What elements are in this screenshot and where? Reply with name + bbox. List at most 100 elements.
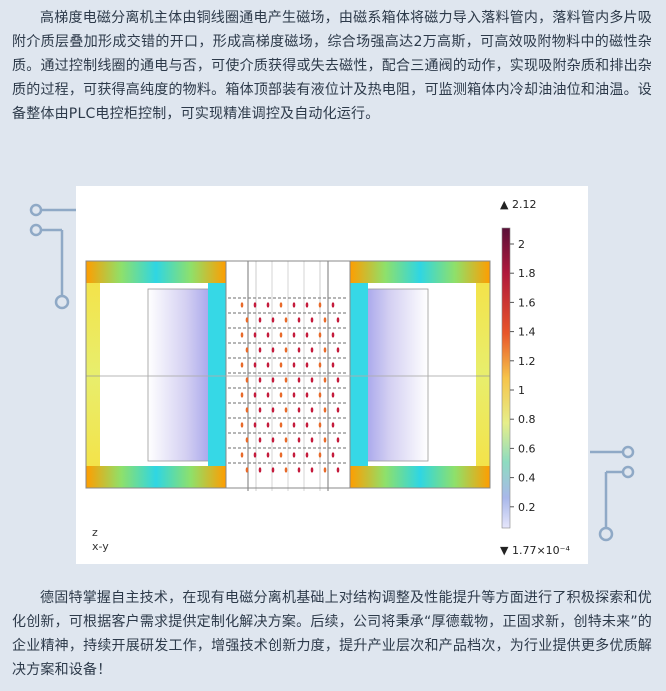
field-hotspot xyxy=(336,347,340,353)
field-hotspot xyxy=(292,392,296,398)
field-hotspot xyxy=(240,302,244,308)
field-hotspot xyxy=(284,347,288,353)
field-hotspot xyxy=(336,407,340,413)
field-hotspot xyxy=(310,437,314,443)
field-hotspot xyxy=(266,302,270,308)
field-hotspot xyxy=(271,467,275,473)
field-hotspot xyxy=(310,317,314,323)
colorbar-max-label: ▲ 2.12 xyxy=(500,198,536,211)
adsorption-media-layers xyxy=(228,297,348,473)
colorbar-tick-label: 0.4 xyxy=(518,472,536,485)
field-hotspot xyxy=(266,452,270,458)
field-hotspot xyxy=(266,362,270,368)
field-hotspot xyxy=(292,422,296,428)
field-hotspot xyxy=(323,407,327,413)
field-hotspot xyxy=(305,332,309,338)
field-hotspot xyxy=(310,377,314,383)
yoke-frame xyxy=(86,261,490,488)
field-hotspot xyxy=(266,422,270,428)
colorbar-tick-label: 1 xyxy=(518,384,525,397)
field-hotspot xyxy=(279,302,283,308)
field-hotspot xyxy=(305,302,309,308)
axis-xy-label: x-y xyxy=(92,540,109,553)
field-hotspot xyxy=(266,392,270,398)
colorbar-tick-label: 2 xyxy=(518,238,525,251)
colorbar-tick-label: 1.8 xyxy=(518,267,536,280)
colorbar-tick-label: 0.8 xyxy=(518,413,536,426)
field-hotspot xyxy=(297,347,301,353)
field-hotspot xyxy=(245,407,249,413)
field-hotspot xyxy=(331,422,335,428)
field-hotspot xyxy=(323,377,327,383)
field-hotspot xyxy=(331,302,335,308)
field-hotspot xyxy=(292,332,296,338)
field-hotspot xyxy=(245,317,249,323)
field-hotspot xyxy=(297,377,301,383)
field-hotspot xyxy=(258,467,262,473)
axis-z-label: z xyxy=(92,526,98,539)
field-hotspot xyxy=(258,317,262,323)
field-hotspot xyxy=(271,347,275,353)
field-hotspot xyxy=(258,347,262,353)
circuit-decoration-left xyxy=(29,203,76,310)
field-hotspot xyxy=(284,407,288,413)
field-hotspot xyxy=(305,452,309,458)
field-hotspot xyxy=(323,317,327,323)
field-hotspot xyxy=(253,332,257,338)
field-hotspot xyxy=(253,392,257,398)
field-hotspot xyxy=(279,392,283,398)
field-hotspot xyxy=(284,467,288,473)
field-hotspot xyxy=(284,377,288,383)
field-hotspot xyxy=(258,377,262,383)
field-hotspot xyxy=(310,407,314,413)
field-hotspot xyxy=(240,332,244,338)
field-hotspot xyxy=(240,362,244,368)
field-hotspot xyxy=(266,332,270,338)
field-hotspot xyxy=(279,332,283,338)
colorbar-tick-label: 1.4 xyxy=(518,326,536,339)
field-hotspot xyxy=(318,392,322,398)
field-hotspot xyxy=(258,437,262,443)
field-hotspot xyxy=(297,437,301,443)
field-hotspot xyxy=(279,452,283,458)
field-hotspot xyxy=(310,467,314,473)
field-hotspot xyxy=(297,407,301,413)
field-hotspot xyxy=(253,452,257,458)
field-hotspot xyxy=(297,317,301,323)
field-hotspot xyxy=(240,422,244,428)
field-hotspot xyxy=(323,467,327,473)
simulation-plot: z x-y ▲ 2.12 21.81.61.41.210.80.60.40.2 … xyxy=(85,198,570,557)
field-hotspot xyxy=(271,437,275,443)
intro-paragraph: 高梯度电磁分离机主体由铜线圈通电产生磁场，由磁系箱体将磁力导入落料管内，落料管内… xyxy=(12,10,652,122)
closing-paragraph: 德固特掌握自主技术，在现有电磁分离机基础上对结构调整及性能提升等方面进行了积极探… xyxy=(12,590,652,678)
field-hotspot xyxy=(318,332,322,338)
field-hotspot xyxy=(323,437,327,443)
field-hotspot xyxy=(336,467,340,473)
colorbar-tick-label: 0.2 xyxy=(518,501,536,514)
field-hotspot xyxy=(284,317,288,323)
field-hotspot xyxy=(305,392,309,398)
field-hotspot xyxy=(253,362,257,368)
field-hotspot xyxy=(331,392,335,398)
field-hotspot xyxy=(245,437,249,443)
field-hotspot xyxy=(245,377,249,383)
field-hotspot xyxy=(271,317,275,323)
field-hotspot xyxy=(292,452,296,458)
field-hotspot xyxy=(240,452,244,458)
field-hotspot xyxy=(331,362,335,368)
field-hotspot xyxy=(292,362,296,368)
field-hotspot xyxy=(318,302,322,308)
field-hotspot xyxy=(305,362,309,368)
field-hotspot xyxy=(271,377,275,383)
field-hotspot xyxy=(336,437,340,443)
field-hotspot xyxy=(331,452,335,458)
field-hotspot xyxy=(271,407,275,413)
field-hotspot xyxy=(305,422,309,428)
field-hotspot xyxy=(245,467,249,473)
field-hotspot xyxy=(331,332,335,338)
field-hotspot xyxy=(292,302,296,308)
field-hotspot xyxy=(245,347,249,353)
field-hotspot xyxy=(297,467,301,473)
field-hotspot xyxy=(279,422,283,428)
field-hotspot xyxy=(310,347,314,353)
